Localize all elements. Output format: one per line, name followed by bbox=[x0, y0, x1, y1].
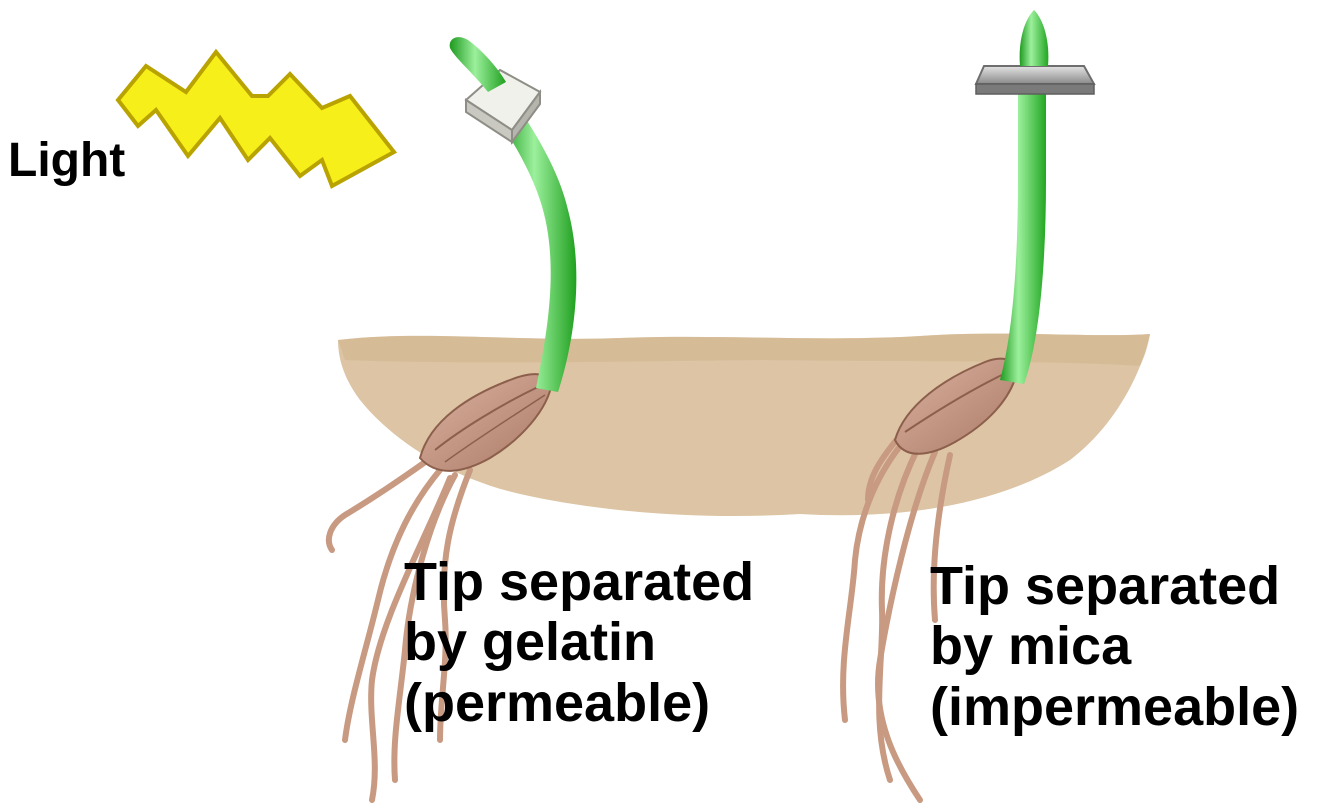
caption-gelatin-line-3: (permeable) bbox=[404, 673, 754, 733]
coleoptile-tip-left bbox=[450, 37, 506, 92]
caption-gelatin-line-2: by gelatin bbox=[404, 612, 754, 672]
mica-plate bbox=[976, 66, 1094, 94]
caption-gelatin: Tip separated by gelatin (permeable) bbox=[404, 552, 754, 733]
caption-gelatin-line-1: Tip separated bbox=[404, 552, 754, 612]
coleoptile-tip-right bbox=[1020, 10, 1049, 66]
caption-mica-line-1: Tip separated bbox=[930, 556, 1299, 616]
lightning-bolt-icon bbox=[118, 52, 394, 186]
light-label: Light bbox=[8, 134, 125, 188]
caption-mica: Tip separated by mica (impermeable) bbox=[930, 556, 1299, 737]
caption-mica-line-3: (impermeable) bbox=[930, 677, 1299, 737]
caption-mica-line-2: by mica bbox=[930, 616, 1299, 676]
